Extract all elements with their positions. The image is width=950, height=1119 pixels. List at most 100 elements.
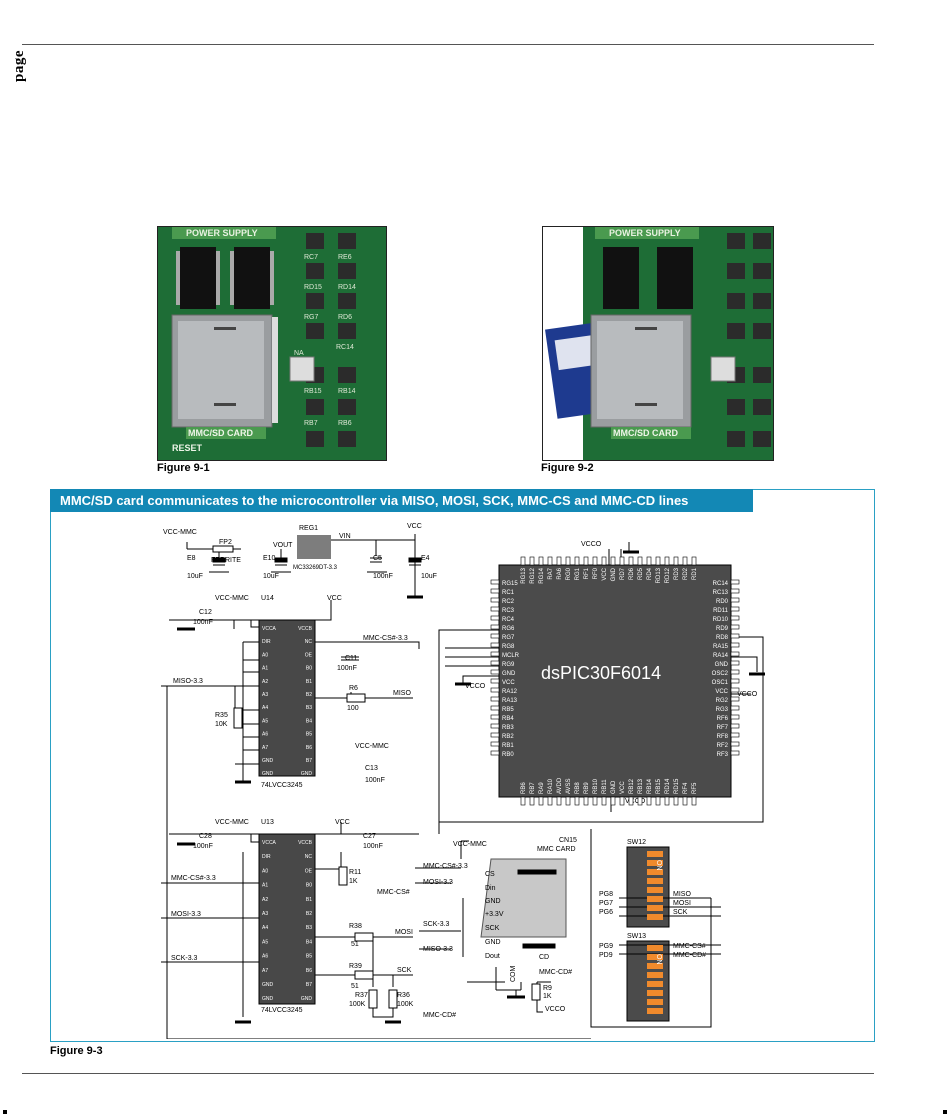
mcu-bottom-pin-16	[664, 796, 670, 806]
lbl-sck-sw: SCK	[673, 909, 688, 916]
lbl-pd9: PD9	[599, 952, 613, 959]
lbl-100nf-c11: 100nF	[337, 665, 357, 672]
u13-left-pin-3: A1	[262, 883, 268, 889]
mcu-left-label-14: RB5	[502, 707, 514, 713]
lbl-c27: C27	[363, 833, 376, 840]
mcu-left-pin-2	[490, 597, 500, 603]
u14-left-pin-7: A5	[262, 718, 268, 724]
mcu-right-label-18: RF2	[717, 743, 729, 749]
mcu-right-pin-16	[730, 723, 740, 729]
u14-left-pin-3: A1	[262, 666, 268, 672]
lbl-miso-sw: MISO	[673, 891, 691, 898]
u14-right-pin-6: B3	[306, 705, 312, 711]
mcu-left-pin-14	[490, 705, 500, 711]
mcu-top-pin-19	[691, 556, 697, 566]
mcu-top-pin-0	[520, 556, 526, 566]
lbl-vcc-mmc-3: VCC-MMC	[355, 743, 389, 750]
lbl-vin: VIN	[339, 533, 351, 540]
lbl-c13: C13	[365, 765, 378, 772]
mcu-bottom-label-13: RB13	[638, 778, 644, 794]
lbl-51-r38: 51	[351, 941, 359, 948]
photo1-pin-7: RD14	[338, 284, 356, 291]
mcu-bottom-label-14: RB14	[647, 778, 653, 794]
mcu-top-pin-11	[619, 556, 625, 566]
mcu-top-label-5: RG0	[566, 567, 572, 580]
u13-right-pin-3: B0	[306, 883, 312, 889]
u13-right-pin-6: B3	[306, 925, 312, 931]
lbl-sck33-2: SCK-3.3	[423, 921, 450, 928]
u13-right-pin-5: B2	[306, 911, 312, 917]
u13-left-pin-10: GND	[262, 982, 274, 988]
lbl-r35: R35	[215, 712, 228, 719]
corner-mark-right	[943, 1110, 947, 1114]
lbl-e4: E4	[421, 555, 430, 562]
mcu-top-pin-3	[547, 556, 553, 566]
mcu-left-label-13: RA13	[502, 698, 518, 704]
lbl-din: Din	[485, 885, 496, 892]
lbl-chip-part-1: 74LVCC3245	[261, 782, 303, 789]
lbl-e10: E10	[263, 555, 276, 562]
mcu-bottom-label-16: RD14	[665, 778, 671, 794]
mcu-left-pin-5	[490, 624, 500, 630]
lbl-51-r39: 51	[351, 983, 359, 990]
lbl-gnd-sd2: GND	[485, 939, 501, 946]
lbl-1k-r9: 1K	[543, 993, 552, 1000]
lbl-mosi33: MOSI-3.3	[171, 911, 201, 918]
lbl-c28: C28	[199, 833, 212, 840]
photo1-mmc-label: MMC/SD CARD	[188, 428, 253, 438]
mcu-right-pin-19	[730, 750, 740, 756]
lbl-mmc-cs33-3: MMC-CS#-3.3	[423, 863, 468, 870]
lbl-100: 100	[347, 705, 359, 712]
mcu-right-label-7: RA15	[713, 644, 729, 650]
schematic-header-text: MMC/SD card communicates to the microcon…	[60, 493, 689, 508]
lbl-c12: C12	[199, 609, 212, 616]
lbl-vout: VOUT	[273, 542, 293, 549]
lbl-vcco-1: VCCO	[545, 1006, 566, 1013]
mcu-left-label-16: RB3	[502, 725, 514, 731]
mcu-left-label-4: RC4	[502, 617, 515, 623]
u13-right-pin-11: GND	[301, 996, 313, 1002]
lbl-miso: MISO	[393, 690, 411, 697]
u14-left-pin-11: GND	[262, 771, 274, 777]
mcu-bottom-pin-6	[574, 796, 580, 806]
mcu-right-pin-2	[730, 597, 740, 603]
mcu-right-label-19: RF3	[717, 752, 729, 758]
lbl-100k-r36: 100K	[397, 1001, 414, 1008]
lbl-mosi: MOSI	[395, 929, 413, 936]
u13-right-pin-7: B4	[306, 939, 312, 945]
mcu-right-pin-10	[730, 669, 740, 675]
mcu-left-pin-16	[490, 723, 500, 729]
mcu-right-pin-5	[730, 624, 740, 630]
photo1-pin-6: RE6	[338, 254, 352, 261]
u13-left-pin-4: A2	[262, 897, 268, 903]
photo2-power-supply: POWER SUPPLY	[609, 228, 681, 238]
u13-left-pin-7: A5	[262, 939, 268, 945]
lbl-chip-part-2: 74LVCC3245	[261, 1007, 303, 1014]
mcu-top-label-17: RD3	[674, 567, 680, 580]
lbl-vcc-1: VCC	[407, 523, 422, 530]
lbl-fp2: FP2	[219, 539, 232, 546]
mcu-left-label-1: RC1	[502, 590, 515, 596]
lbl-miso33: MISO-3.3	[173, 678, 203, 685]
photo1-pin-9: RB14	[338, 388, 356, 395]
mcu-right-pin-3	[730, 606, 740, 612]
top-rule	[22, 44, 874, 45]
mcu-right-label-9: GND	[715, 662, 729, 668]
mcu-right-label-15: RF6	[717, 716, 729, 722]
mcu-right-pin-13	[730, 696, 740, 702]
mcu-left-label-0: RG15	[502, 581, 518, 587]
u14-left-pin-4: A2	[262, 679, 268, 685]
mcu-top-pin-13	[637, 556, 643, 566]
mcu-left-pin-6	[490, 633, 500, 639]
mcu-left-pin-10	[490, 669, 500, 675]
u13-right-pin-1: NC	[305, 854, 313, 860]
u14-left-pin-10: GND	[262, 758, 274, 764]
lbl-r6: R6	[349, 685, 358, 692]
u14-left-pin-6: A4	[262, 705, 268, 711]
mcu-top-pin-14	[646, 556, 652, 566]
lbl-33v: +3.3V	[485, 911, 504, 918]
mcu-bottom-pin-4	[556, 796, 562, 806]
figure-9-2-photo: POWER SUPPLY MMC/SD CARD	[542, 226, 774, 461]
u13-left-pin-6: A4	[262, 925, 268, 931]
